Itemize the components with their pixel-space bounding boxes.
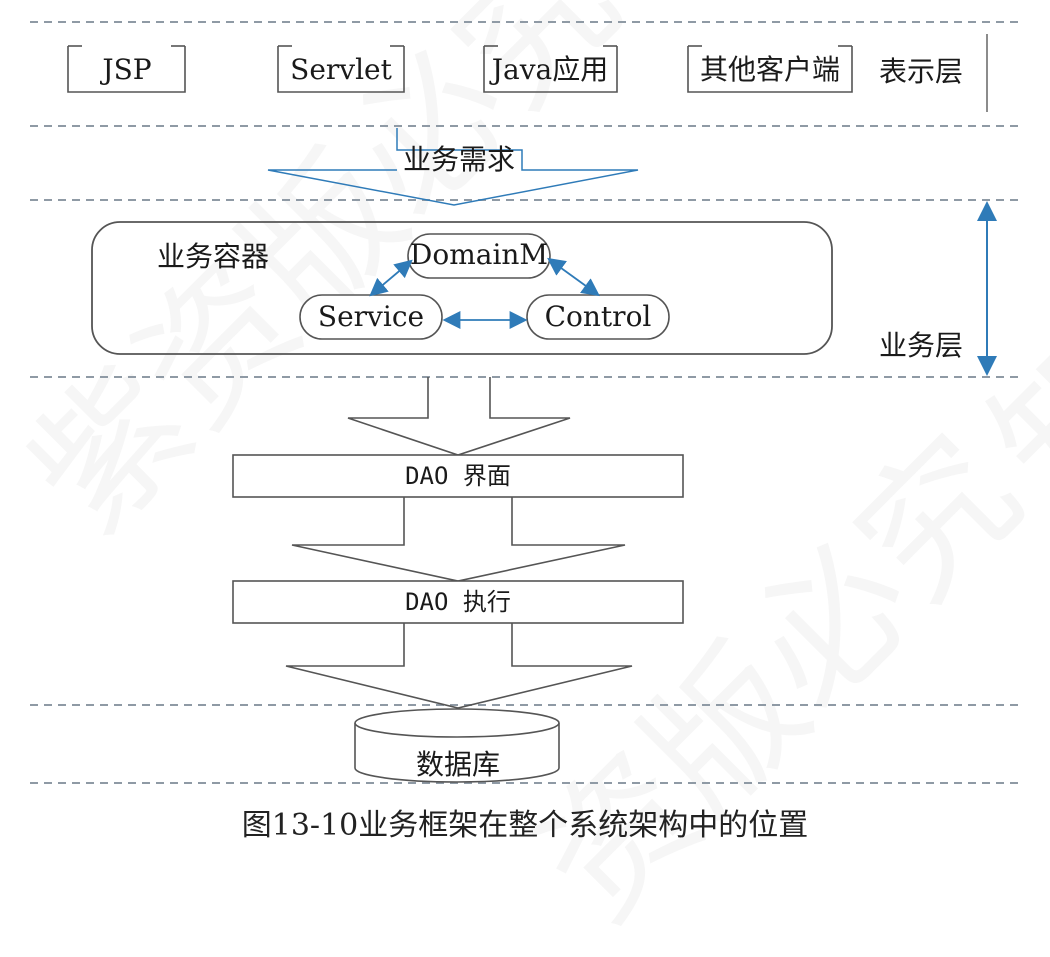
dao-execute-label: DAO 执行	[405, 588, 511, 616]
client-box-other	[687, 46, 853, 93]
client-box-jsp	[67, 46, 186, 93]
client-box-servlet	[277, 46, 405, 93]
dao-interface-label: DAO 界面	[405, 462, 511, 490]
business-layer-label: 业务层	[878, 329, 964, 362]
client-servlet-label: Servlet	[290, 53, 392, 86]
architecture-diagram: 紫资版必究 资版必究 知	[30, 21, 1020, 843]
diagram-lines	[30, 21, 1020, 784]
domain-pill	[407, 233, 551, 279]
control-label: Control	[544, 300, 652, 333]
presentation-layer-label: 表示层	[878, 55, 964, 88]
figure-caption: 图13-10业务框架在整个系统架构中的位置	[241, 808, 809, 843]
domain-label: DomainM	[409, 238, 549, 271]
arrow-dao-to-database	[285, 623, 633, 709]
dao-interface-box	[232, 454, 684, 498]
database-cylinder	[354, 708, 560, 783]
arrow-business-to-dao	[347, 377, 571, 456]
client-java-label: Java应用	[491, 53, 609, 86]
business-request-arrow	[267, 128, 639, 206]
client-box-java	[483, 46, 618, 93]
dao-execute-box	[232, 580, 684, 624]
arrow-domain-service	[369, 259, 413, 297]
arrow-domain-control	[547, 257, 600, 297]
business-container-label: 业务容器	[157, 240, 270, 273]
business-container	[91, 221, 833, 355]
client-other-label: 其他客户端	[699, 53, 841, 86]
database-label: 数据库	[415, 748, 501, 781]
client-jsp-label: JSP	[102, 53, 152, 86]
service-label: Service	[317, 300, 425, 333]
business-request-label: 业务需求	[402, 143, 516, 176]
arrow-dao-interface-to-execute	[291, 497, 626, 582]
